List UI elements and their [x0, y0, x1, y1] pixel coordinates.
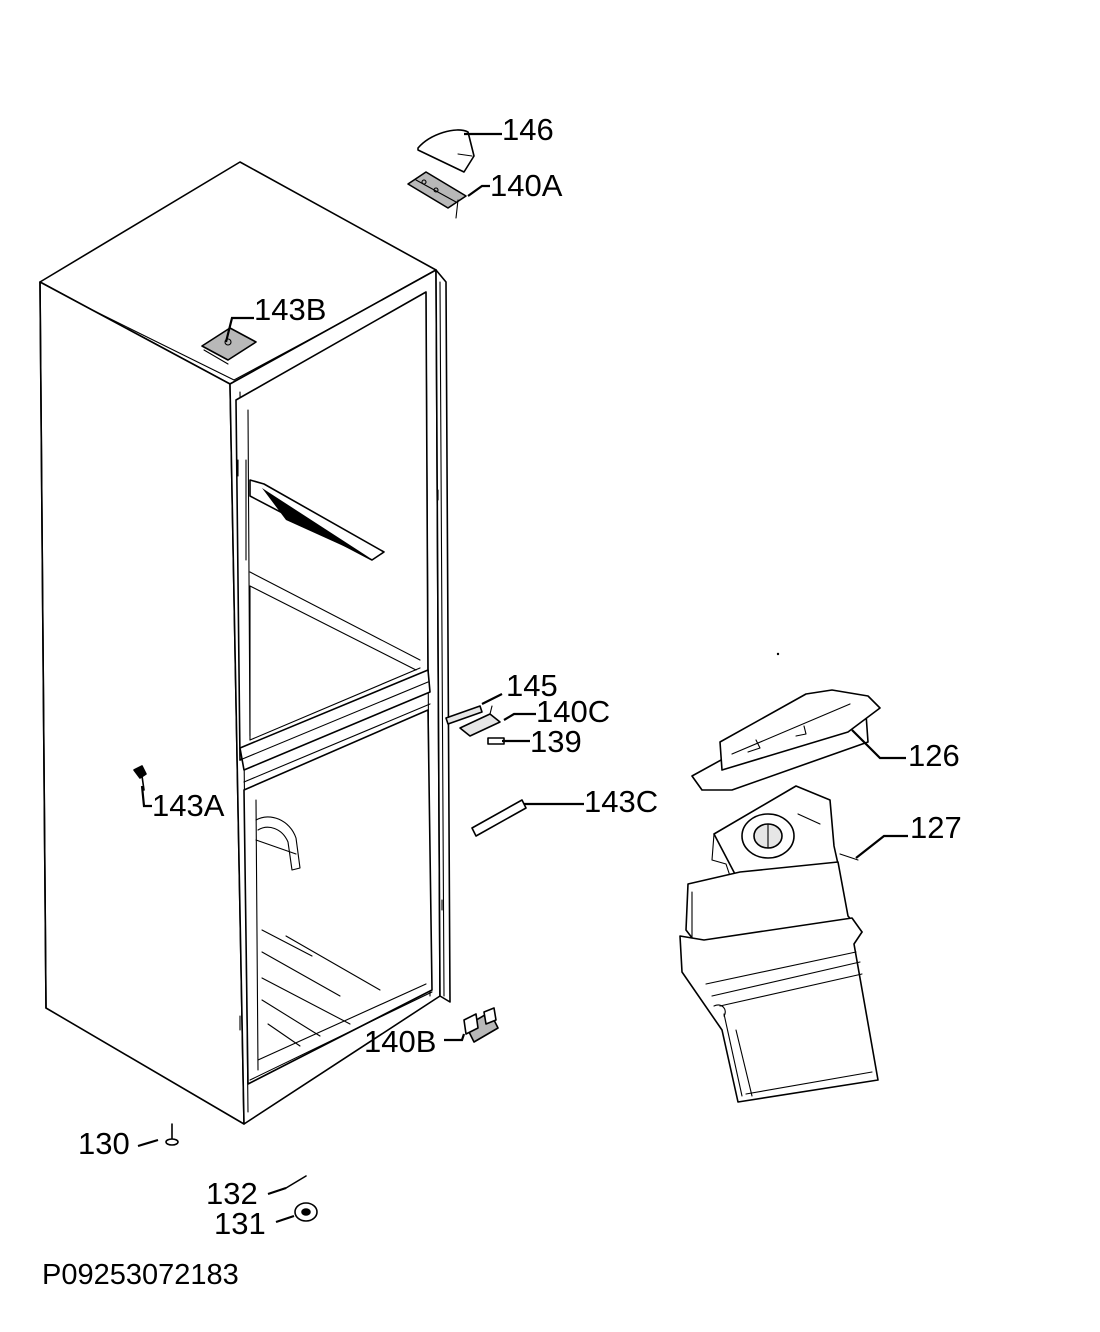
air-duct-cover-126 [691, 689, 881, 791]
pin-132 [285, 1175, 307, 1189]
label-126: 126 [908, 738, 960, 773]
fan-cover-127 [679, 785, 879, 1103]
leader-130 [137, 1138, 159, 1148]
label-143c: 143C [584, 784, 658, 819]
trim-strip-143c [471, 799, 527, 837]
label-140b: 140B [364, 1024, 436, 1059]
label-140c: 140C [536, 694, 610, 729]
middle-hinge-145 [445, 705, 483, 725]
leader-126 [851, 729, 906, 760]
leader-143a [140, 785, 152, 808]
leader-140c [503, 712, 536, 721]
label-146: 146 [502, 112, 554, 147]
label-139: 139 [530, 724, 582, 759]
part-number-labels: 146 140A 143B 145 140C 139 126 127 143A … [42, 112, 962, 1291]
leader-131 [275, 1214, 295, 1224]
stray-dot [776, 652, 780, 656]
leader-127 [855, 834, 908, 859]
hinge-cap-146 [417, 129, 475, 173]
foot-screw-130 [165, 1123, 179, 1146]
leader-145 [481, 693, 503, 705]
leader-143b [224, 316, 254, 343]
leader-140a [467, 184, 490, 197]
label-127: 127 [910, 810, 962, 845]
label-140a: 140A [490, 168, 563, 203]
roller-131 [294, 1202, 318, 1222]
document-id: P09253072183 [42, 1259, 239, 1291]
refrigerator-cabinet [39, 161, 451, 1125]
label-145: 145 [506, 668, 558, 703]
label-132: 132 [206, 1176, 258, 1211]
bottom-hinge-140b [463, 1007, 499, 1043]
label-130: 130 [78, 1126, 130, 1161]
top-hinge-140a [407, 171, 467, 219]
label-131: 131 [214, 1206, 266, 1241]
leader-132 [267, 1186, 287, 1196]
leader-lines [137, 132, 908, 1224]
top-hinge-cover-143b [201, 327, 257, 365]
hinge-pin-139 [487, 737, 505, 745]
middle-hinge-140c [459, 705, 501, 737]
label-143b: 143B [254, 292, 326, 327]
leader-140b [444, 1033, 466, 1042]
screw-143a [133, 765, 147, 791]
label-143a: 143A [152, 788, 225, 823]
